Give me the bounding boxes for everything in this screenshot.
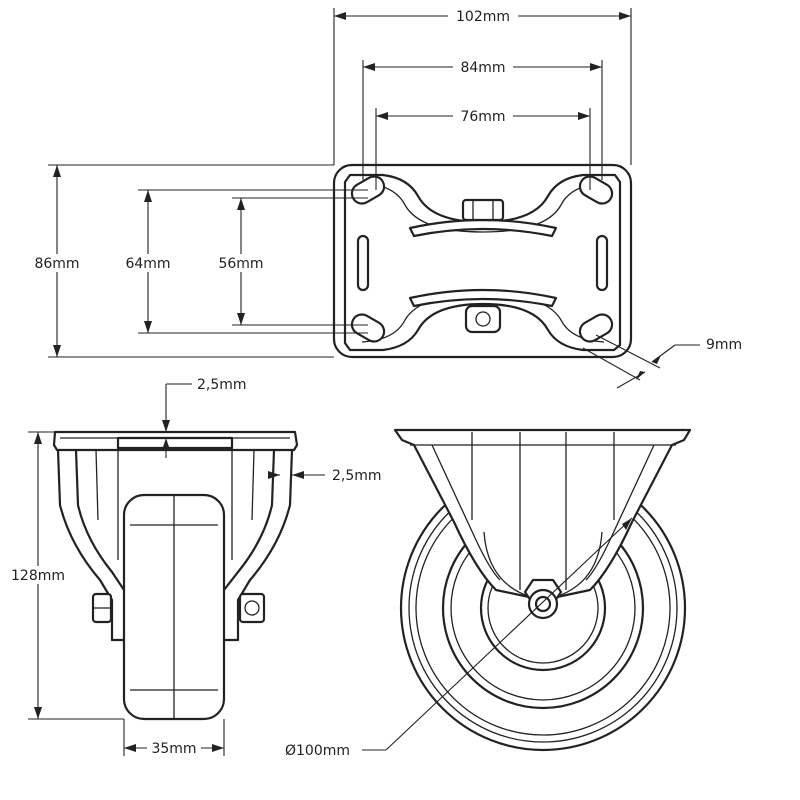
slot-right-vertical: [595, 234, 609, 292]
top-view: [332, 163, 633, 359]
dim-bracket-thickness: 2,5mm: [332, 468, 382, 484]
front-view: [52, 430, 299, 721]
dim-bolt-spacing-inner-x: 76mm: [460, 109, 505, 125]
dim-overall-height: 128mm: [11, 568, 65, 584]
dim-bolt-spacing-outer-x: 84mm: [460, 60, 505, 76]
slot-left-vertical: [356, 234, 370, 292]
axle-nut-top: [461, 198, 505, 222]
dim-plate-thickness: 2,5mm: [197, 377, 247, 393]
dim-plate-width: 102mm: [456, 9, 510, 25]
front-view-dimensions: 2,5mm 2,5mm 128mm 35mm: [6, 377, 382, 757]
dim-bolt-spacing-outer-y: 64mm: [125, 256, 170, 272]
mounting-plate-outline: [332, 163, 633, 359]
dim-bolt-spacing-inner-y: 56mm: [218, 256, 263, 272]
slot-top-right: [578, 175, 614, 205]
plate-rib-top: [361, 182, 605, 233]
side-bracket: [393, 428, 692, 602]
right-bracket: [222, 448, 294, 642]
dim-wheel-width: 35mm: [151, 741, 196, 757]
dim-wheel-diameter: Ø100mm: [285, 743, 350, 759]
curved-window-bottom: [408, 288, 558, 308]
slot-bottom-right: [578, 313, 614, 343]
front-plate: [52, 430, 299, 452]
dim-plate-length: 86mm: [34, 256, 79, 272]
dim-slot-width: 9mm: [706, 337, 742, 353]
curved-window-top: [408, 218, 558, 238]
axle-nut: [238, 592, 266, 624]
left-bracket: [56, 448, 126, 642]
plate-inner-contour: [343, 173, 622, 352]
top-view-dimensions: 102mm 84mm 76mm 86mm 64mm: [30, 7, 742, 389]
plate-thickness-tab: [116, 436, 234, 450]
side-view: [393, 428, 692, 752]
axle-nut-bottom: [464, 304, 502, 334]
side-view-dimensions: Ø100mm: [285, 517, 633, 759]
slot-bottom-left: [350, 313, 386, 343]
